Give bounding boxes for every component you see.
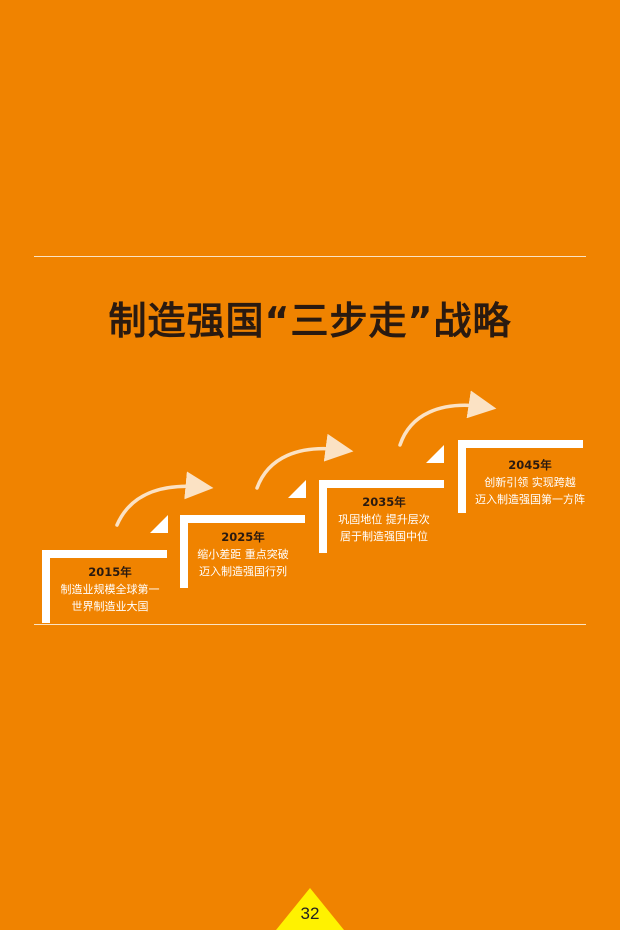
step-description: 巩固地位 提升层次 [338, 513, 430, 526]
step-year: 2035年 [362, 495, 406, 509]
step-description: 制造业规模全球第一 [60, 583, 160, 596]
step-year: 2025年 [221, 530, 265, 544]
page-title: 制造强国“三步走”战略 [108, 299, 512, 343]
step-description: 居于制造强国中位 [340, 530, 428, 543]
step-2035-text: 2035年 巩固地位 提升层次 居于制造强国中位 [319, 494, 449, 545]
bottom-divider [34, 624, 586, 625]
step-2015-text: 2015年 制造业规模全球第一 世界制造业大国 [45, 564, 175, 615]
step-4-shape [458, 440, 583, 513]
step-description: 迈入制造强国第一方阵 [475, 493, 585, 506]
step-description: 缩小差距 重点突破 [197, 548, 289, 561]
step-year: 2045年 [508, 458, 552, 472]
step-description: 世界制造业大国 [71, 600, 149, 613]
step-2025-text: 2025年 缩小差距 重点突破 迈入制造强国行列 [178, 529, 308, 580]
step-2-shape [180, 480, 306, 588]
step-description: 迈入制造强国行列 [199, 565, 287, 578]
step-1-shape [42, 515, 168, 623]
step-3-shape [319, 445, 444, 553]
step-2045-text: 2045年 创新引领 实现跨越 迈入制造强国第一方阵 [465, 457, 595, 508]
page-number-badge: 32 [274, 886, 346, 930]
curved-arrow-icon [255, 433, 354, 490]
curved-arrow-icon [398, 390, 497, 447]
staircase-diagram [42, 390, 583, 623]
step-description: 创新引领 实现跨越 [484, 476, 576, 489]
step-year: 2015年 [88, 565, 132, 579]
triangle-badge-icon [276, 888, 344, 930]
top-divider [34, 256, 586, 257]
curved-arrow-icon [115, 471, 214, 527]
page-number: 32 [300, 904, 320, 923]
